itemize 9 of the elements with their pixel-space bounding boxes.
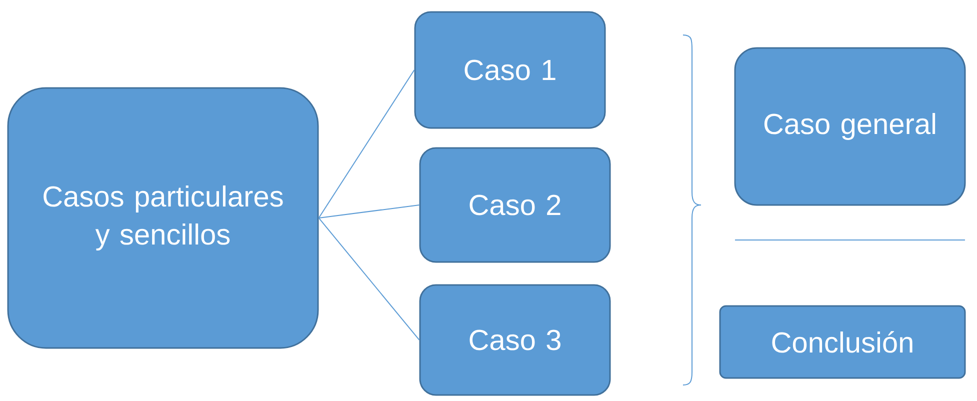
process-box: Caso 3 xyxy=(419,284,611,396)
process-box: Caso 1 xyxy=(414,11,606,129)
process-box: Conclusión xyxy=(719,305,966,379)
connector-line xyxy=(318,70,415,218)
connector-line xyxy=(318,204,420,218)
process-box: Caso general xyxy=(734,47,966,206)
connector-line xyxy=(318,218,420,340)
process-box: Casos particulares y sencillos xyxy=(7,87,319,349)
process-box: Caso 2 xyxy=(419,147,611,263)
